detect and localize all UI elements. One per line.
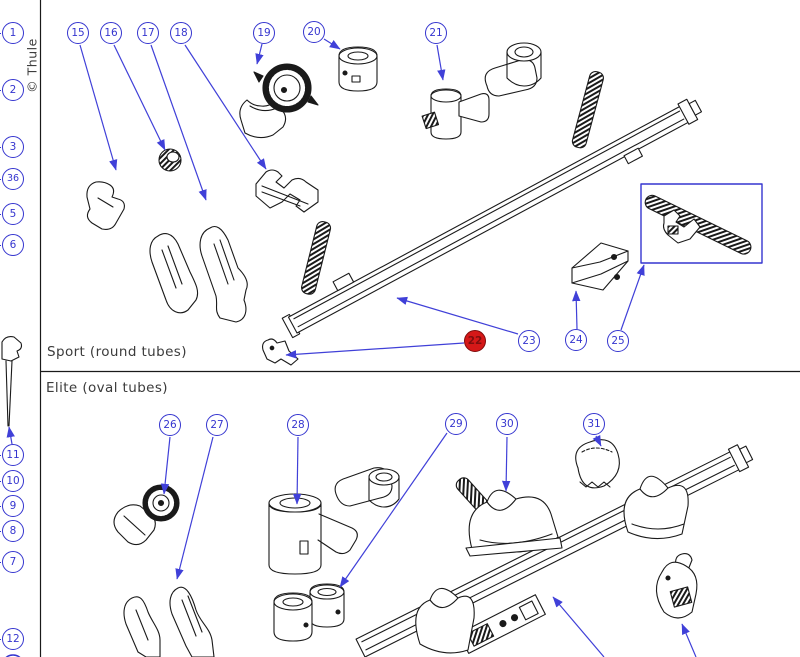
- callout-20[interactable]: 20: [303, 21, 325, 43]
- strap-anchor-fitting: [332, 272, 355, 292]
- callout-31[interactable]: 31: [583, 413, 605, 435]
- leader-line-offscreen-right: [681, 623, 697, 657]
- callout-7[interactable]: 7: [0, 551, 24, 573]
- bottom-right-clamp-drawing: [655, 553, 698, 619]
- callout-19[interactable]: 19: [253, 22, 275, 44]
- leader-lines: [6, 38, 697, 657]
- callout-1[interactable]: 1: [0, 22, 24, 44]
- callout-25[interactable]: 25: [607, 330, 629, 352]
- frame-lines: [39, 0, 800, 657]
- part-26-knob-drawing: [113, 484, 180, 546]
- detail-box-border: [640, 183, 763, 264]
- leader-line-11: [6, 426, 15, 445]
- part-16-knurled-nut-drawing: [158, 148, 182, 172]
- leader-line-29: [339, 432, 448, 588]
- callout-6[interactable]: 6: [0, 234, 24, 256]
- part-11-strap-drawing: [1, 336, 23, 427]
- callout-30[interactable]: 30: [496, 413, 518, 435]
- leader-line-31: [592, 434, 602, 447]
- callout-8[interactable]: 8: [0, 520, 24, 542]
- leader-line-21: [436, 44, 446, 81]
- leader-line-15: [79, 44, 118, 171]
- leader-line-19: [255, 43, 264, 65]
- callout-16[interactable]: 16: [100, 22, 122, 44]
- wheel-holder-on-tube-drawing: [623, 475, 689, 540]
- callout-5[interactable]: 5: [0, 203, 24, 225]
- callout-17[interactable]: 17: [137, 22, 159, 44]
- callout-22-selected[interactable]: 22: [464, 330, 486, 352]
- thule-copyright-watermark: © Thule: [24, 38, 40, 93]
- bottom-cradle-drawing: [415, 587, 475, 654]
- part-15-clamp-drawing: [86, 181, 125, 230]
- part-21-clamp-drawing: [421, 42, 542, 140]
- section-label-sport: Sport (round tubes): [47, 344, 187, 360]
- round-tube-drawing: [281, 98, 703, 339]
- oval-tube-drawing: [355, 444, 754, 657]
- leader-line-25: [620, 264, 645, 331]
- part-20-collar-drawing: [338, 46, 378, 92]
- callout-11[interactable]: 11: [0, 444, 24, 466]
- leader-line-20: [323, 38, 341, 50]
- part-28-clamp-drawing: [268, 467, 400, 575]
- part-19-knob-drawing: [239, 63, 319, 139]
- callout-9[interactable]: 9: [0, 495, 24, 517]
- part-29-collars-drawing: [273, 583, 345, 642]
- callout-24[interactable]: 24: [565, 329, 587, 351]
- callout-18[interactable]: 18: [170, 22, 192, 44]
- lever-arms-drawing: [149, 225, 248, 323]
- callout-27[interactable]: 27: [206, 414, 228, 436]
- leader-line-16: [113, 44, 166, 151]
- part-31-shell-drawing: [575, 439, 620, 489]
- leader-line-23: [396, 296, 519, 335]
- callout-partial-bottom: [5, 654, 21, 657]
- callout-3[interactable]: 3: [0, 136, 24, 158]
- part-24-bracket-drawing: [571, 242, 629, 291]
- callout-29[interactable]: 29: [445, 413, 467, 435]
- strap-anchor-fitting: [623, 147, 643, 165]
- leader-line-17: [150, 44, 207, 201]
- leader-line-18: [184, 44, 267, 170]
- callout-2[interactable]: 2: [0, 79, 24, 101]
- leader-line-24: [572, 290, 581, 330]
- leader-line-26: [160, 436, 171, 495]
- mounting-plate-drawing: [458, 594, 546, 654]
- callout-21[interactable]: 21: [425, 22, 447, 44]
- leader-line-28: [292, 436, 302, 505]
- leader-line-offscreen-left: [552, 596, 605, 657]
- leader-line-27: [175, 436, 214, 580]
- leader-line-30: [501, 436, 511, 492]
- part-22-end-clamp-drawing: [262, 338, 299, 366]
- callout-26[interactable]: 26: [159, 414, 181, 436]
- part-25-detail-box: [640, 183, 763, 264]
- callout-28[interactable]: 28: [287, 414, 309, 436]
- callout-10[interactable]: 10: [0, 470, 24, 492]
- callout-15[interactable]: 15: [67, 22, 89, 44]
- elite-lever-arms-drawing: [123, 586, 215, 657]
- callout-12[interactable]: 12: [0, 628, 24, 650]
- section-label-elite: Elite (oval tubes): [46, 380, 168, 396]
- threaded-strap-drawing: [301, 70, 604, 295]
- callout-36[interactable]: 36: [0, 168, 24, 190]
- leader-line-22: [285, 342, 465, 359]
- part-30-wheel-holder-drawing: [455, 477, 563, 557]
- callout-23[interactable]: 23: [518, 330, 540, 352]
- part-18-bracket-drawing: [255, 169, 319, 213]
